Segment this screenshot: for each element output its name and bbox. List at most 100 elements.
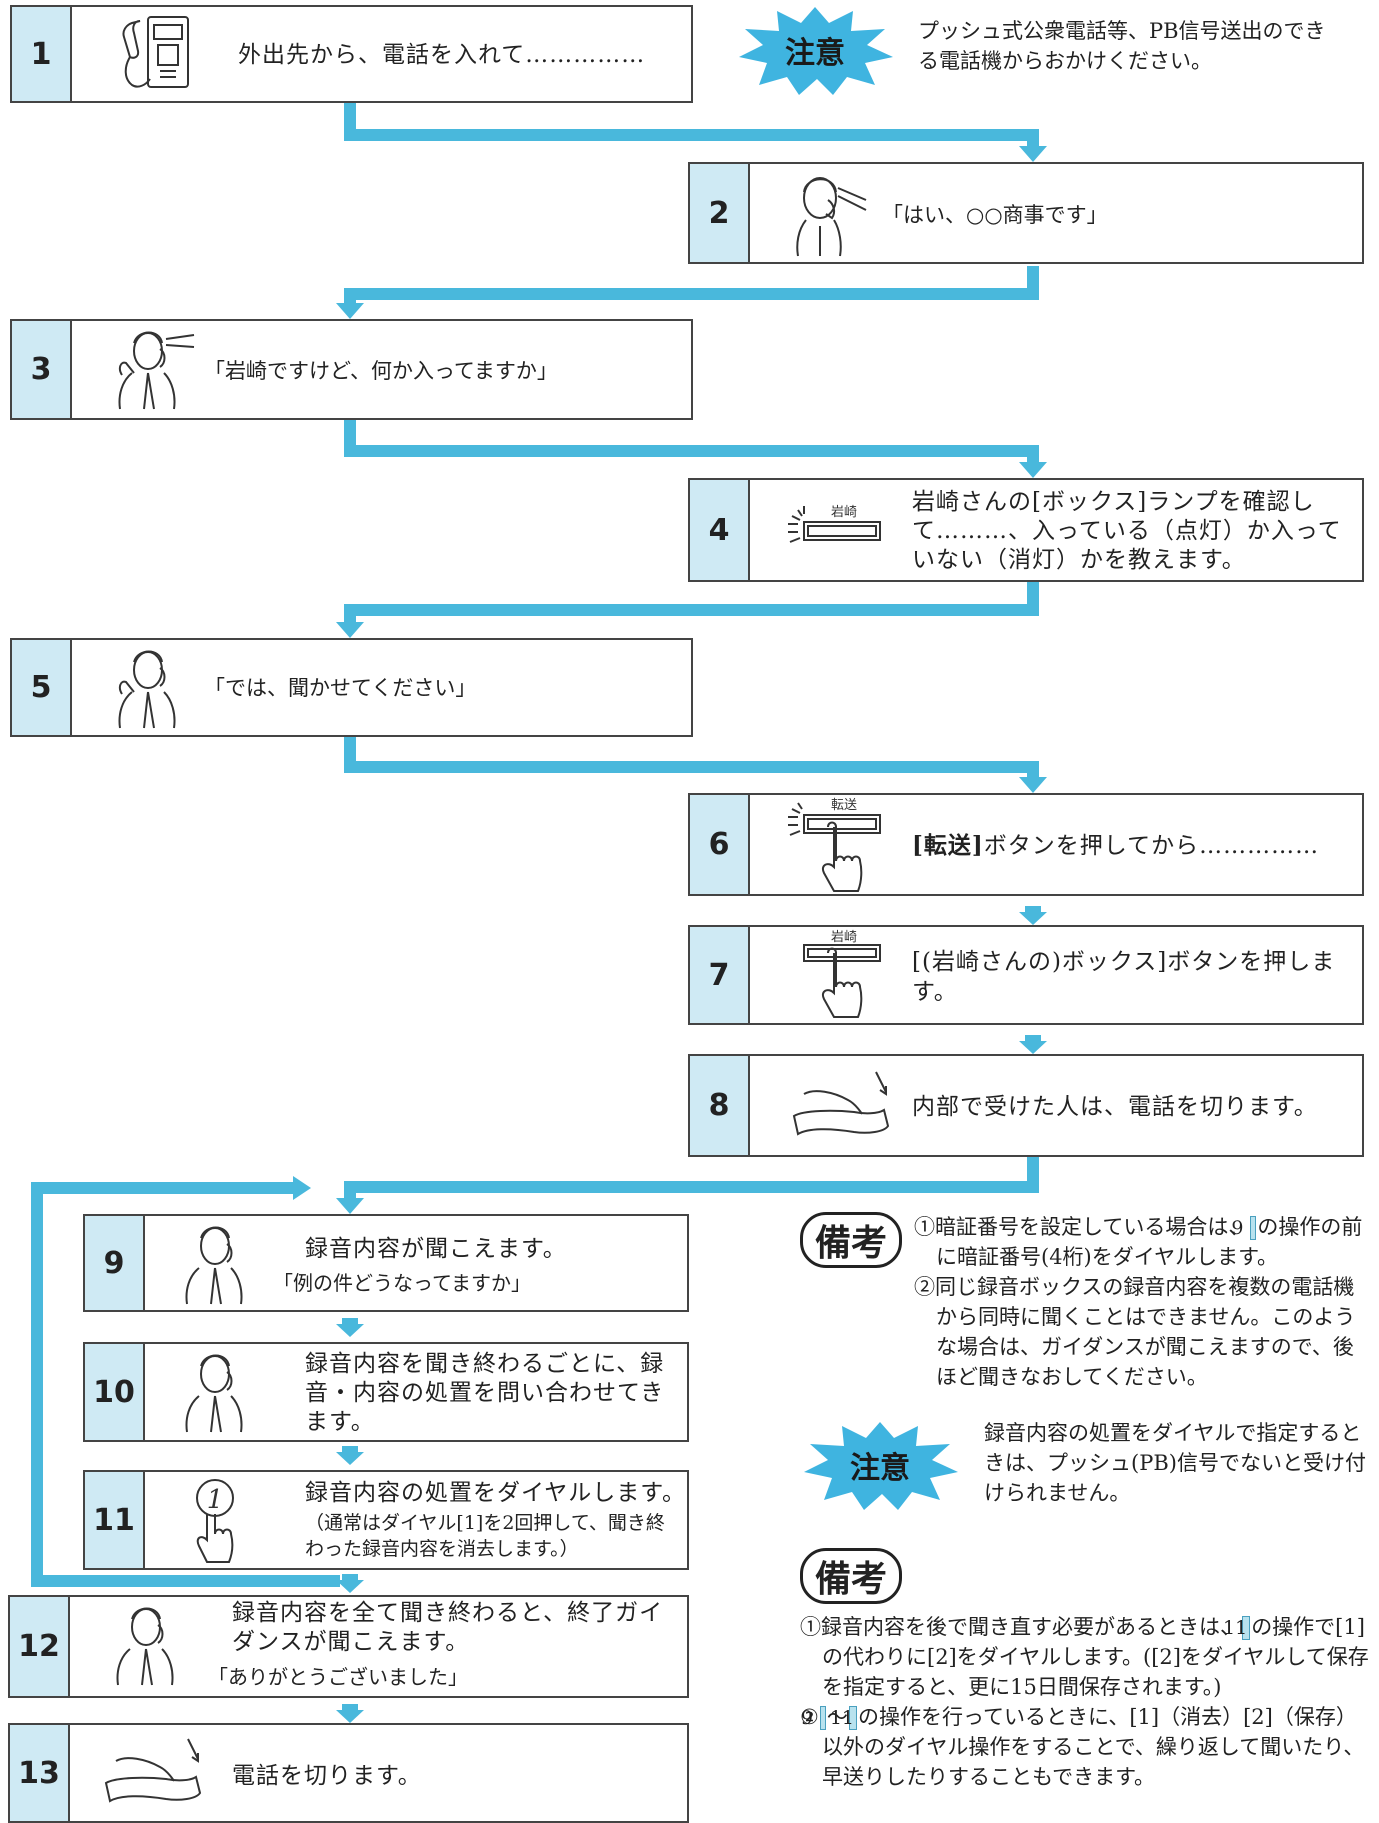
short-arrow-11 (336, 1446, 364, 1465)
connector-3-4 (344, 420, 1039, 464)
caller-man-icon (110, 1603, 184, 1695)
step-number: 5 (12, 640, 72, 735)
short-arrow-12 (336, 1574, 364, 1593)
step-text: 録音内容を全て聞き終わると、終了ガイダンスが聞こえます。 (232, 1600, 664, 1655)
caution-badge: 注意 (735, 5, 895, 101)
remark-item: ②同じ録音ボックスの録音内容を複数の電話機から同時に聞くことはできません。このよ… (914, 1275, 1356, 1389)
step-text: 録音内容を聞き終わるごとに、録音・内容の処置を問い合わせてきます。 (305, 1351, 665, 1435)
step-number: 11 (85, 1472, 145, 1568)
transfer-label: 転送 (831, 798, 857, 813)
caution-label: 注意 (850, 1451, 910, 1486)
short-arrow-7 (1019, 906, 1047, 925)
arrowhead-loop (293, 1176, 311, 1200)
step-text: [転送]ボタンを押してから…………… (912, 831, 1319, 861)
box-button-label: 岩崎 (831, 930, 857, 945)
step-3: 3 「岩崎ですけど、何か入ってますか」 (10, 319, 693, 420)
step-number: 1 (12, 7, 72, 101)
step-10: 10 録音内容を聞き終わるごとに、録音・内容の処置を問い合わせてきます。 (83, 1342, 689, 1442)
step-subtext: （通常はダイヤル[1]を2回押して、聞き終わった録音内容を消去します。） (305, 1512, 665, 1560)
step-12: 12 録音内容を全て聞き終わると、終了ガイダンスが聞こえます。 「ありがとうござ… (8, 1595, 689, 1698)
short-arrow-13 (336, 1704, 364, 1723)
short-arrow-8 (1019, 1035, 1047, 1054)
transfer-button-press-icon: 転送 (784, 797, 894, 897)
step-1: 1 外出先から、電話を入れて…………… (10, 5, 693, 103)
connector-1-2 (344, 103, 1039, 148)
connector-8-9 (344, 1157, 1039, 1200)
caution-text: 録音内容の処置をダイヤルで指定するときは、プッシュ(PB)信号でないと受け付けら… (984, 1421, 1366, 1505)
dial-one-press-icon: 1 (189, 1476, 245, 1570)
step-ref: 11 (1223, 1616, 1251, 1640)
step-number: 12 (10, 1597, 70, 1696)
caller-man-icon (114, 325, 210, 417)
caller-man-icon (179, 1222, 253, 1314)
arrowhead-6 (1019, 777, 1047, 793)
caller-man-icon (179, 1350, 253, 1442)
step-2: 2 「はい、○○商事です」 (688, 162, 1364, 264)
step-text: 岩崎さんの[ボックス]ランプを確認して………、入っている（点灯）か入っていない（… (912, 489, 1342, 573)
receptionist-on-phone-icon (792, 170, 882, 264)
remark-item: ②9～11の操作を行っているときに、[1]（消去）[2]（保存）以外のダイヤル操… (800, 1705, 1365, 1789)
step-number: 7 (690, 927, 750, 1023)
connector-2-3 (344, 266, 1039, 305)
step-number: 8 (690, 1056, 750, 1155)
step-number: 13 (10, 1725, 70, 1821)
step-text: 内部で受けた人は、電話を切ります。 (912, 1094, 1318, 1120)
step-8: 8 内部で受けた人は、電話を切ります。 (688, 1054, 1364, 1157)
hang-up-handset-icon (96, 1731, 216, 1819)
caution-text: プッシュ式公衆電話等、PB信号送出のできる電話機からおかけください。 (918, 19, 1326, 73)
arrowhead-3 (336, 303, 364, 319)
step-text: 録音内容の処置をダイヤルします。 (305, 1480, 687, 1506)
step-13: 13 電話を切ります。 (8, 1723, 689, 1823)
step-number: 10 (85, 1344, 145, 1440)
caution-label: 注意 (785, 36, 845, 71)
step-text: 「では、聞かせてください」 (204, 676, 477, 700)
payphone-icon (110, 11, 192, 101)
connector-5-6 (344, 737, 1039, 779)
arrowhead-2 (1019, 146, 1047, 162)
step-number: 6 (690, 795, 750, 894)
step-ref: 9 (1231, 1216, 1257, 1240)
step-quote: 「例の件どうなってますか」 (273, 1271, 531, 1295)
step-text: 外出先から、電話を入れて…………… (238, 42, 646, 68)
box-button-press-icon: 岩崎 (784, 929, 894, 1025)
step-quote: 「ありがとうございました」 (208, 1665, 468, 1689)
loop-line (31, 1182, 340, 1587)
dial-digit: 1 (207, 1485, 224, 1515)
step-text: 「岩崎ですけど、何か入ってますか」 (204, 359, 558, 383)
caution-badge: 注意 (800, 1420, 960, 1516)
arrowhead-4 (1019, 462, 1047, 478)
step-text: 電話を切ります。 (232, 1763, 422, 1789)
box-lamp-label: 岩崎 (831, 505, 857, 520)
remarks-label: 備考 (800, 1548, 902, 1604)
arrowhead-5 (336, 622, 364, 638)
step-number: 9 (85, 1216, 145, 1310)
arrowhead-9 (336, 1198, 364, 1214)
step-number: 2 (690, 164, 750, 262)
box-lamp-icon: 岩崎 (784, 502, 894, 562)
step-5: 5 「では、聞かせてください」 (10, 638, 693, 737)
step-4: 4 岩崎 岩崎さんの[ボックス]ランプを確認して………、入っている（点灯）か入っ… (688, 478, 1364, 582)
step-number: 3 (12, 321, 72, 418)
short-arrow-10 (336, 1318, 364, 1337)
hang-up-handset-icon (784, 1064, 904, 1152)
step-text: 録音内容が聞こえます。 (305, 1236, 567, 1262)
caller-man-icon (114, 644, 210, 736)
step-9: 9 録音内容が聞こえます。 「例の件どうなってますか」 (83, 1214, 689, 1312)
transfer-button-ref: [転送] (912, 832, 984, 859)
step-ref: 11 (830, 1706, 858, 1730)
step-11: 11 1 録音内容の処置をダイヤルします。 （通常はダイヤル[1]を2回押して、… (83, 1470, 689, 1570)
step-7: 7 岩崎 [(岩崎さんの)ボックス]ボタンを押します。 (688, 925, 1364, 1025)
step-text-rest: ボタンを押してから…………… (983, 833, 1320, 859)
remarks-label: 備考 (800, 1212, 902, 1268)
step-text: 「はい、○○商事です」 (882, 203, 1108, 227)
connector-4-5 (344, 582, 1039, 624)
step-text: [(岩崎さんの)ボックス]ボタンを押します。 (912, 949, 1336, 1005)
step-6: 6 転送 [転送]ボタンを押してから…………… (688, 793, 1364, 896)
step-number: 4 (690, 480, 750, 580)
step-ref: 9 (801, 1706, 826, 1730)
